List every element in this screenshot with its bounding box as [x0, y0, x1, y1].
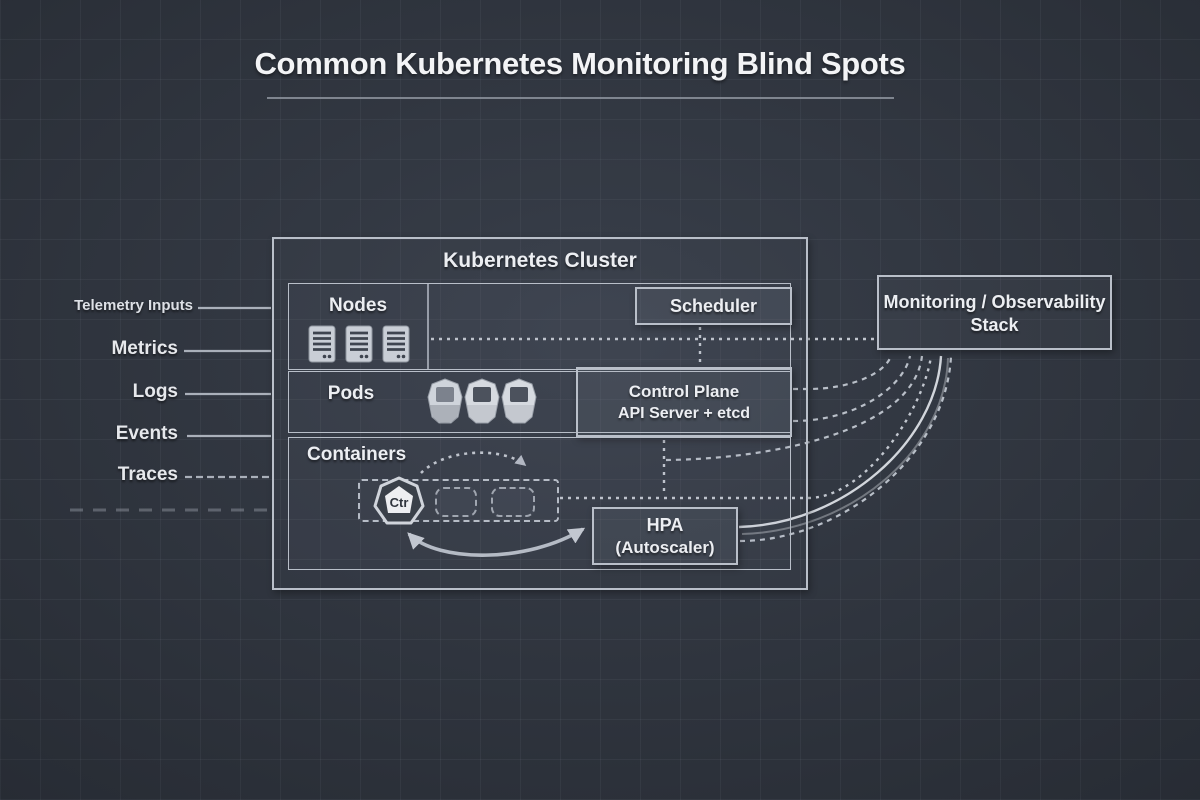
- hpa-box: HPA (Autoscaler): [592, 507, 738, 565]
- events-label: Events: [115, 423, 178, 444]
- hpa-to-monitoring-solid-curve-shadow: [741, 357, 949, 535]
- page-title: Common Kubernetes Monitoring Blind Spots: [254, 46, 906, 81]
- hpa-title: HPA: [646, 515, 684, 536]
- container-ctr-hexagon-icon: Ctr: [373, 476, 425, 525]
- cluster-mid-to-monitoring-curve: [665, 355, 924, 462]
- controlplane-to-monitoring-curve: [793, 355, 893, 391]
- pods-label: Pods: [327, 383, 375, 404]
- pod-hexagon-icon: [427, 378, 463, 424]
- traces-label: Traces: [117, 464, 178, 485]
- logs-label: Logs: [132, 381, 178, 402]
- pod-hexagon-icon: [464, 378, 500, 424]
- containers-to-monitoring-dotted: [560, 355, 933, 500]
- kubernetes-cluster-box: [272, 237, 808, 590]
- monitoring-stack-line2: Stack: [970, 314, 1019, 335]
- pod-hexagon-icon: [501, 378, 537, 424]
- containers-scale-loop-arc: [420, 451, 527, 474]
- containers-row: [288, 437, 791, 570]
- ghost-container: [435, 487, 477, 517]
- monitoring-stack-line1: Monitoring / Observability: [883, 291, 1106, 312]
- scheduler-box: Scheduler: [635, 287, 792, 325]
- control-plane-box: Control Plane API Server + etcd: [576, 367, 792, 437]
- hpa-to-monitoring-solid-curve: [738, 355, 943, 529]
- containers-hpa-feedback-curve: [407, 527, 586, 557]
- server-icon: [345, 325, 373, 363]
- etcd-to-monitoring-curve: [792, 355, 912, 423]
- nodes-label: Nodes: [328, 295, 388, 316]
- hpa-subtitle: (Autoscaler): [615, 537, 715, 557]
- telemetry-inputs-label: Telemetry Inputs: [74, 297, 193, 314]
- control-plane-subtitle: API Server + etcd: [617, 404, 751, 422]
- control-plane-title: Control Plane: [628, 381, 740, 401]
- title-underline: [267, 97, 894, 99]
- ghost-container: [491, 487, 535, 517]
- ctr-label: Ctr: [390, 495, 409, 510]
- metrics-label: Metrics: [111, 338, 178, 359]
- hpa-lower-to-monitoring-curve: [739, 355, 953, 543]
- kubernetes-cluster-title: Kubernetes Cluster: [443, 249, 637, 272]
- server-icon: [382, 325, 410, 363]
- containers-group: [358, 479, 559, 522]
- pods-row: [288, 371, 791, 433]
- server-icon: [308, 325, 336, 363]
- monitoring-stack-box: Monitoring / Observability Stack: [877, 275, 1112, 350]
- containers-label: Containers: [307, 444, 407, 465]
